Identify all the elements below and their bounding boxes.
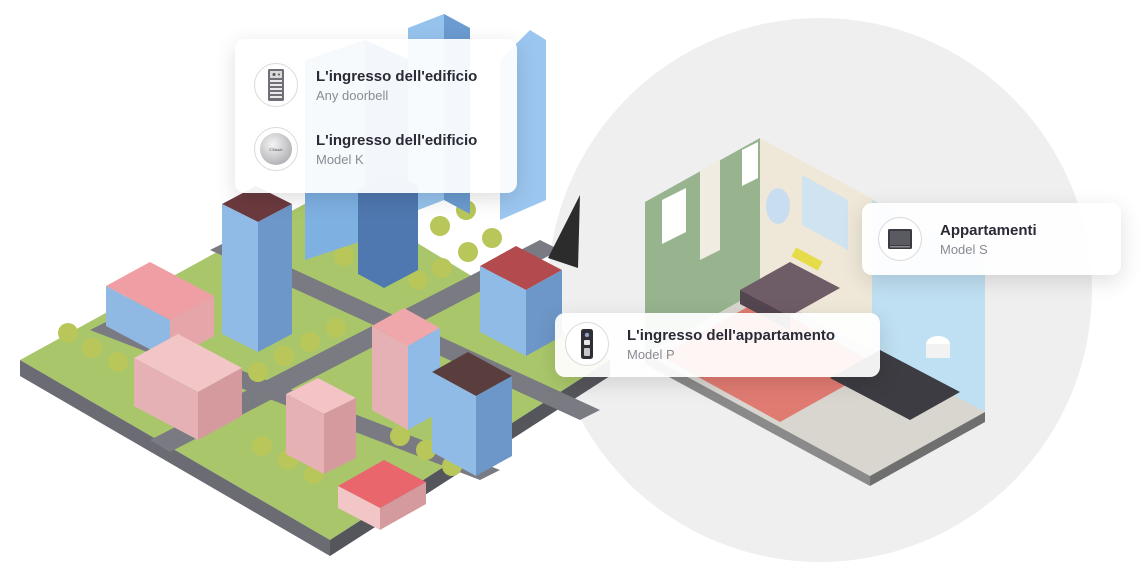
model-k-brand-text: Classic xyxy=(269,147,282,152)
doorbell-panel-icon xyxy=(254,63,298,107)
apartment-card: Appartamenti Model S xyxy=(862,203,1121,275)
building-entrance-model-k-row[interactable]: Classic L'ingresso dell'edificio Model K xyxy=(254,127,477,171)
building-entrance-card: L'ingresso dell'edificio Any doorbell Cl… xyxy=(235,39,517,193)
model-s-screen-icon xyxy=(878,217,922,261)
building-tall-tower xyxy=(222,186,292,352)
apartment-subtitle: Model S xyxy=(940,241,988,257)
building-entrance-title: L'ingresso dell'edificio xyxy=(316,67,478,85)
apartment-title: Appartamenti xyxy=(940,221,1037,239)
building-brick-right xyxy=(480,246,562,356)
building-pink-center xyxy=(372,308,440,430)
model-k-title: L'ingresso dell'edificio xyxy=(316,131,478,149)
building-entrance-doorbell-row[interactable]: L'ingresso dell'edificio Any doorbell xyxy=(254,63,477,107)
apartment-entrance-model-p-row[interactable]: L'ingresso dell'appartamento Model P xyxy=(565,322,835,366)
building-pink-bottom xyxy=(286,378,356,474)
apartment-entrance-card: L'ingresso dell'appartamento Model P xyxy=(555,313,880,377)
building-entrance-subtitle: Any doorbell xyxy=(316,87,389,103)
building-dark-center xyxy=(432,352,512,476)
model-k-device-icon: Classic xyxy=(254,127,298,171)
zoom-pointer xyxy=(548,195,580,268)
apartment-entrance-subtitle: Model P xyxy=(627,346,675,362)
building-pink-lower-left xyxy=(134,334,242,440)
building-red-roof xyxy=(338,460,426,530)
apartment-entrance-title: L'ingresso dell'appartamento xyxy=(627,326,836,344)
apartment-model-s-row[interactable]: Appartamenti Model S xyxy=(878,217,1037,261)
model-p-doorbell-icon xyxy=(565,322,609,366)
model-k-subtitle: Model K xyxy=(316,151,364,167)
